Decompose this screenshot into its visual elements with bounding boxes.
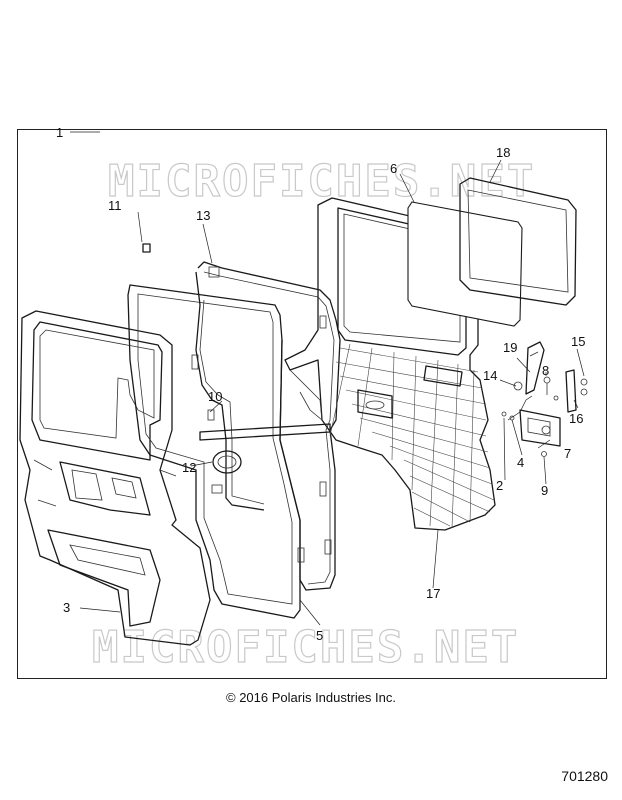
latch-hardware (501, 341, 588, 457)
callout-2: 2 (496, 478, 503, 493)
callout-10: 10 (208, 389, 222, 404)
callout-6: 6 (390, 161, 397, 176)
part-17-inner-trim-panel (284, 197, 496, 531)
callout-1: 1 (56, 125, 63, 140)
callout-17: 17 (426, 586, 440, 601)
callout-15: 15 (571, 334, 585, 349)
callout-9: 9 (541, 483, 548, 498)
part-13-tube-frame (191, 261, 341, 591)
part-19-latch-handle (525, 341, 545, 395)
callout-12: 12 (182, 460, 196, 475)
part-5-door-frame (127, 284, 301, 619)
part-10-fastener (207, 409, 215, 421)
part-6-window-glass (407, 201, 523, 327)
callout-14: 14 (483, 368, 497, 383)
leader-lines (70, 131, 585, 626)
callout-16: 16 (569, 411, 583, 426)
part-9-screw (541, 451, 547, 457)
part-3-door-panel (19, 310, 211, 646)
part-15-nut (580, 378, 588, 386)
watermark-bottom: MICROFICHES.NET (92, 622, 519, 673)
copyright-notice: © 2016 Polaris Industries Inc. (226, 690, 396, 705)
figure-id: 701280 (561, 768, 608, 784)
callout-13: 13 (196, 208, 210, 223)
callout-5: 5 (316, 628, 323, 643)
diagram-frame (17, 129, 607, 679)
part-18-window-seal (459, 177, 577, 306)
callout-11: 11 (108, 198, 122, 213)
callout-18: 18 (496, 145, 510, 160)
callout-4: 4 (517, 455, 524, 470)
part-14-clip (513, 381, 523, 391)
callout-8: 8 (542, 363, 549, 378)
part-7-latch-assembly (519, 409, 561, 447)
part-11-bolt (142, 243, 151, 253)
watermark-top: MICROFICHES.NET (108, 156, 535, 207)
callout-labels: 1 2 3 4 5 6 7 8 9 10 11 12 13 14 15 16 1… (56, 125, 585, 643)
callout-19: 19 (503, 340, 517, 355)
part-12-handle-bezel (212, 450, 242, 474)
part-2-pin (501, 411, 507, 417)
callout-3: 3 (63, 600, 70, 615)
callout-7: 7 (564, 446, 571, 461)
part-16-striker (565, 369, 577, 413)
